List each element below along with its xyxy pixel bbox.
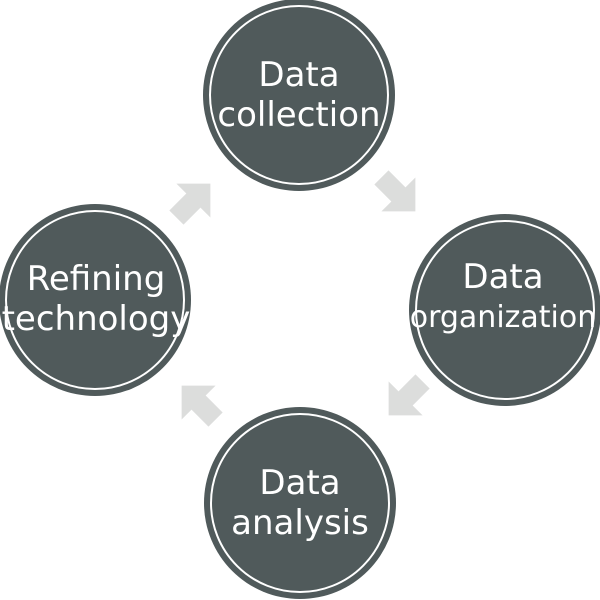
arrow-icon <box>374 170 416 212</box>
node-circle <box>203 0 395 191</box>
node-refining-technology: Refining technology <box>0 204 191 396</box>
node-label-line2: technology <box>2 299 191 339</box>
node-ring <box>210 413 390 593</box>
node-circle <box>409 214 600 406</box>
node-ring <box>5 210 185 390</box>
node-data-collection: Data collection <box>203 0 395 191</box>
node-circle <box>0 204 191 396</box>
arrow-icon <box>181 385 223 427</box>
node-data-analysis: Data analysis <box>204 407 396 599</box>
arrow-refining-to-collection <box>169 183 211 225</box>
node-label-line1: Data <box>258 55 339 95</box>
node-label-line1: Refining <box>27 259 166 299</box>
node-ring <box>415 220 595 400</box>
node-data-organization: Data organization <box>409 214 600 406</box>
arrow-icon <box>169 183 211 225</box>
arrow-analysis-to-refining <box>181 385 223 427</box>
node-label-line2: collection <box>217 95 380 135</box>
node-label-line2: organization <box>410 300 597 335</box>
node-label-line1: Data <box>259 463 340 503</box>
arrow-collection-to-organization <box>374 170 416 212</box>
node-label-line1: Data <box>462 257 543 297</box>
arrow-icon <box>388 374 430 416</box>
arrow-organization-to-analysis <box>388 374 430 416</box>
node-ring <box>209 5 389 185</box>
node-label-line2: analysis <box>231 503 369 543</box>
node-circle <box>204 407 396 599</box>
